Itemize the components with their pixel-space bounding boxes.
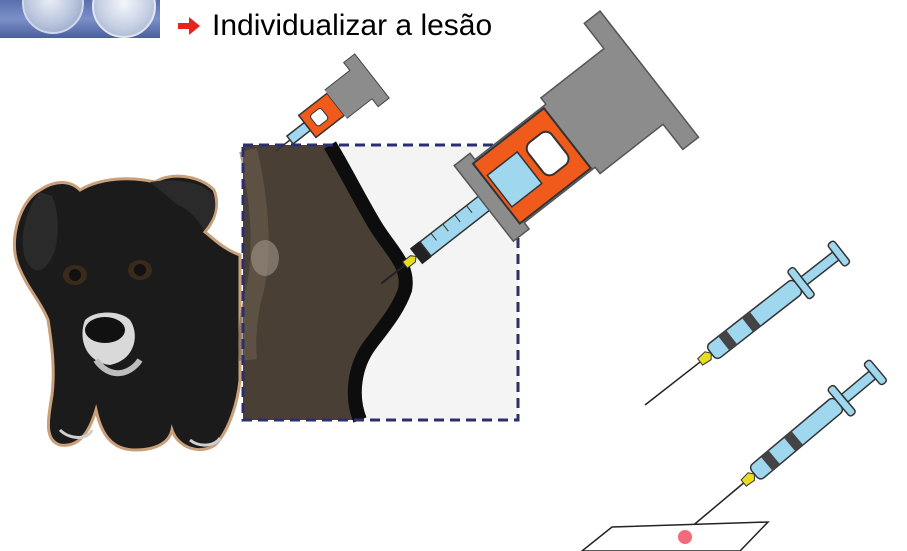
small-syringe-with-holder <box>275 53 390 152</box>
sample-drop <box>678 530 692 544</box>
syringe-upper-right <box>644 240 851 406</box>
syringe-lower-right <box>689 359 887 529</box>
large-syringe-with-holder <box>380 10 700 285</box>
microscope-slide <box>580 521 770 551</box>
slide-title: Individualizar a lesão <box>212 9 493 42</box>
zoomed-lesion-frame <box>238 141 520 423</box>
slide-heading: Individualizar a lesão <box>176 6 492 46</box>
petri-dish-thumbnail <box>0 0 160 38</box>
dog-illustration <box>13 174 242 452</box>
red-arrow-right-icon <box>178 17 200 35</box>
